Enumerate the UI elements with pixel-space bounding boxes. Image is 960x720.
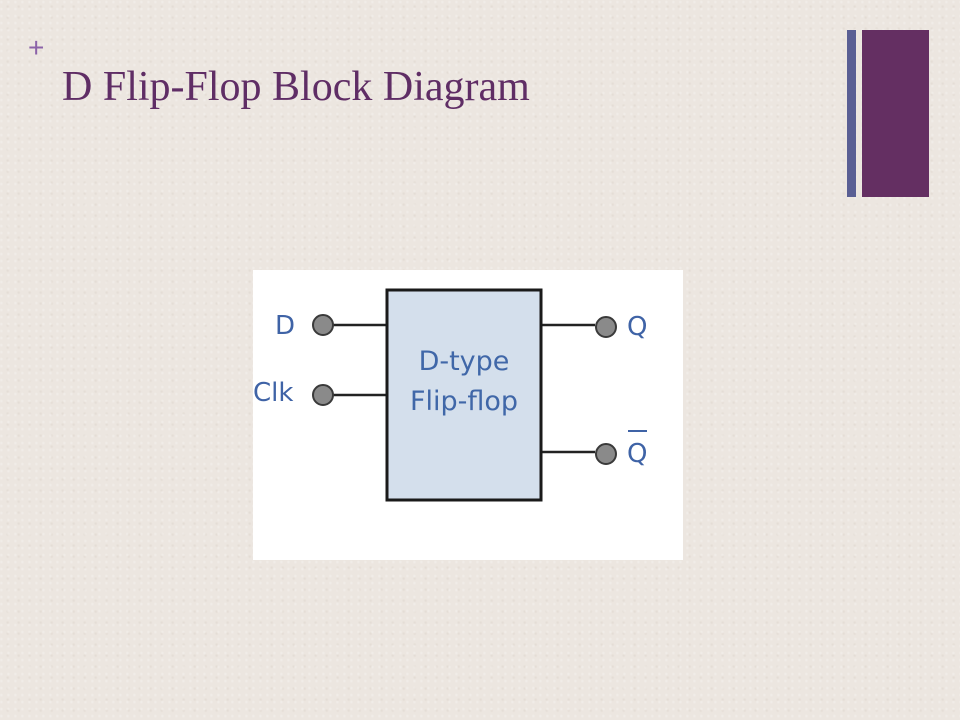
d-input-label: D [275,311,295,341]
plus-mark: + [28,32,45,63]
block-label-line2: Flip-flop [410,386,518,417]
flip-flop-diagram: D-type Flip-flop D Clk Q Q [253,288,647,502]
flip-flop-figure: D-type Flip-flop D Clk Q Q [253,270,683,560]
accent-bar-thick [862,30,929,197]
block-label-line1: D-type [419,346,510,377]
q-output-label: Q [627,312,647,342]
page-title: D Flip-Flop Block Diagram [62,64,530,110]
q-bar-terminal [595,443,617,465]
clk-input-label: Clk [253,378,293,408]
clk-terminal [312,384,334,406]
accent-bar-thin [847,30,856,197]
d-terminal [312,314,334,336]
flip-flop-block [385,288,543,502]
q-bar-output-label: Q [627,439,647,469]
q-terminal [595,316,617,338]
